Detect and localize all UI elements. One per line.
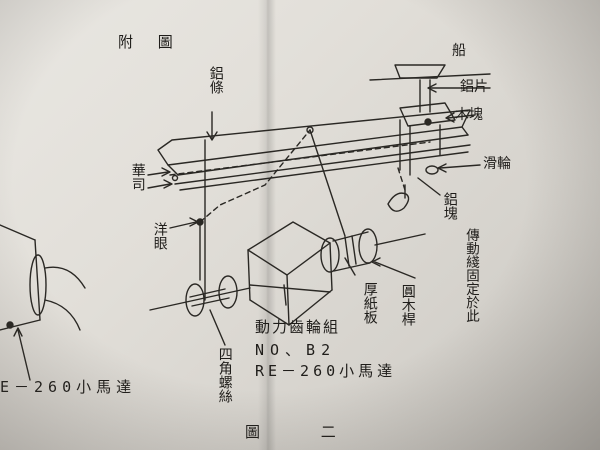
label-aluminum-sheet: 鋁片 — [460, 79, 488, 95]
left-spool — [149, 275, 331, 317]
gear-group-caption: 動力齒輪組 NO、B2 RE－260小馬達 — [255, 320, 396, 379]
label-eyelet: 洋眼 — [151, 222, 168, 250]
label-drive-line-fixed: 傳動綫固定於此 — [442, 228, 479, 323]
label-square-screws: 四角螺絲 — [216, 347, 233, 403]
boat-assembly — [369, 64, 491, 212]
paper-fold-shadow — [258, 0, 276, 450]
leader-arrows — [13, 83, 491, 381]
label-pulley: 滑輪 — [483, 156, 511, 172]
gear-group-title: 動力齒輪組 — [255, 318, 341, 336]
label-boat: 船 — [452, 43, 466, 59]
left-motor — [0, 224, 86, 331]
label-cardboard: 厚紙板 — [361, 282, 378, 324]
label-aluminum-strip: 鋁條 — [207, 66, 224, 94]
label-aluminum-block: 鋁塊 — [441, 192, 458, 220]
drive-lines — [204, 129, 346, 301]
figure-title-top: 附 圖 — [118, 33, 183, 51]
gear-group-motor: RE－260小馬達 — [255, 362, 397, 380]
right-spool — [320, 228, 426, 273]
label-wooden-rod: 圓木桿 — [399, 284, 416, 326]
figure-title-bottom: 圖 二 — [245, 423, 364, 441]
left-motor-label: E－260小馬達 — [0, 378, 137, 396]
label-washer: 華司 — [129, 163, 146, 191]
gear-group-model: NO、B2 — [255, 341, 337, 359]
label-wood-block: 木塊 — [455, 107, 483, 123]
gear-box — [247, 221, 333, 326]
dashed-guide — [196, 126, 314, 281]
